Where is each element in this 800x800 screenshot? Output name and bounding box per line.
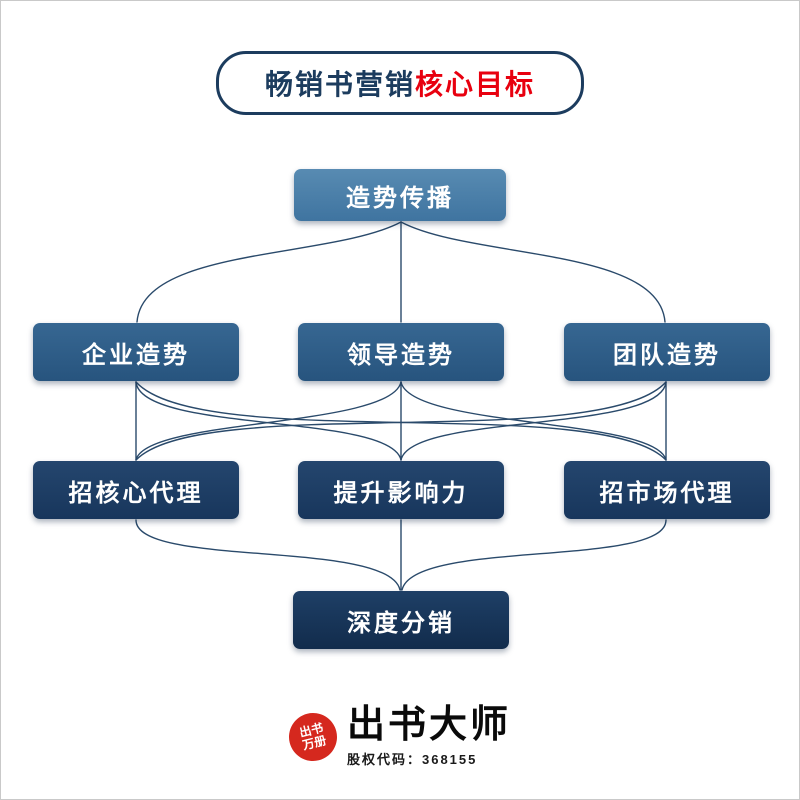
node-enterprise-momentum: 企业造势	[33, 323, 239, 381]
brand-name: 出书大师	[346, 704, 511, 746]
node-top-propagation: 造势传播	[294, 169, 506, 221]
node-leader-momentum: 领导造势	[298, 323, 504, 381]
seal-text: 出书万册	[297, 720, 328, 753]
equity-code: 股权代码：368155	[346, 752, 478, 767]
node-core-agents: 招核心代理	[33, 461, 239, 519]
title-text-primary: 畅销书营销	[264, 69, 415, 100]
brand-seal-icon: 出书万册	[283, 707, 343, 766]
footer-logo: 出书万册 出书大师 股权代码：368155	[1, 705, 799, 768]
node-influence: 提升影响力	[298, 461, 504, 519]
node-market-agents: 招市场代理	[564, 461, 770, 519]
brand-text-block: 出书大师 股权代码：368155	[347, 705, 511, 768]
title-text-accent: 核心目标	[415, 69, 536, 100]
node-team-momentum: 团队造势	[564, 323, 770, 381]
title-banner: 畅销书营销核心目标	[215, 51, 585, 115]
node-deep-distribution: 深度分销	[293, 591, 509, 649]
